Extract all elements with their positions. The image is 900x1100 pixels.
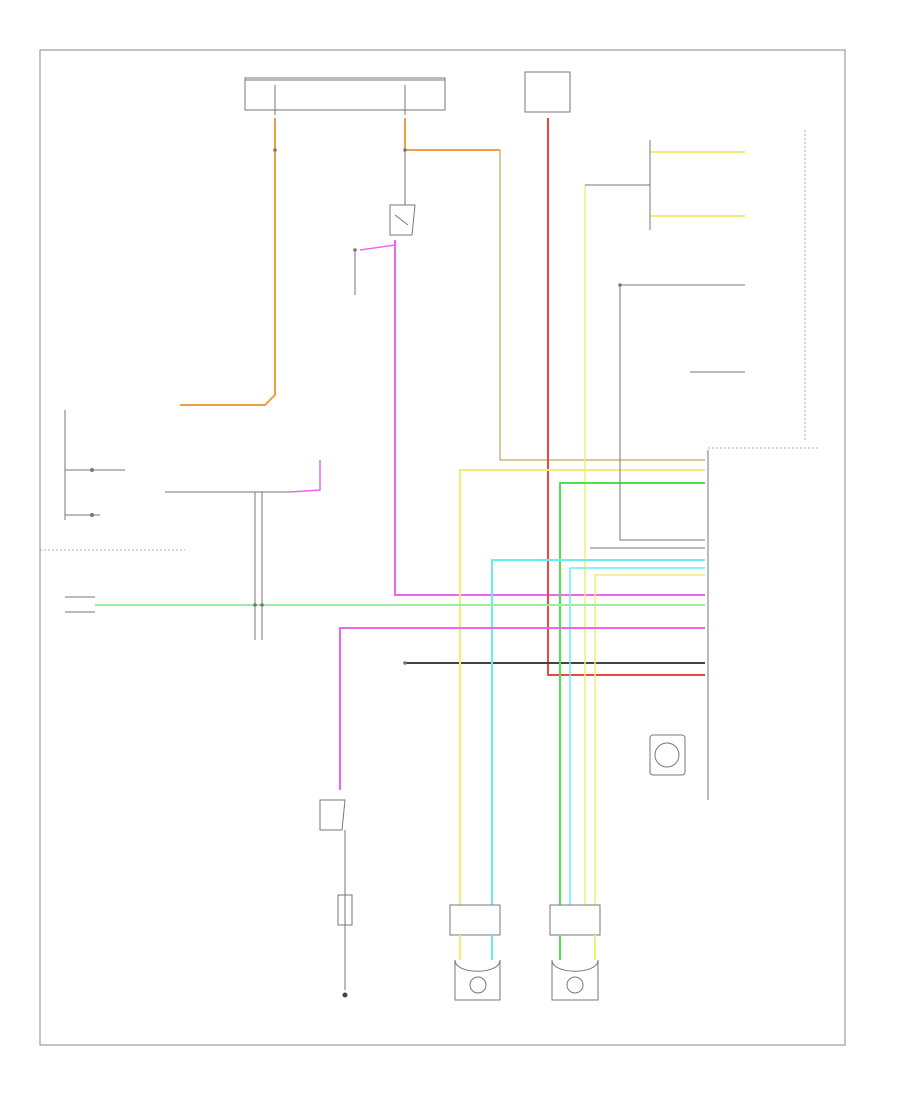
pump-motor-circle bbox=[654, 742, 680, 768]
connector-markers bbox=[253, 148, 622, 665]
cluster-ground-icon bbox=[90, 513, 94, 517]
wire-red bbox=[547, 118, 705, 676]
wire-gray-pcm bbox=[619, 285, 705, 541]
diagram-frame bbox=[39, 49, 846, 1046]
fuse-block-right bbox=[524, 71, 571, 113]
wire-cyan-lf bbox=[491, 559, 705, 905]
wire-pink-brake bbox=[394, 240, 705, 596]
brake-switch-symbol bbox=[389, 204, 416, 236]
ground-point-icon bbox=[342, 992, 348, 998]
wire-green bbox=[559, 482, 705, 905]
fluid-switch-symbol bbox=[319, 799, 346, 831]
wire-pink-fluid bbox=[339, 627, 705, 790]
wire-yellow-rf-sensor bbox=[594, 574, 705, 905]
wire-orange-left bbox=[180, 118, 276, 406]
lf-wheel-sensor bbox=[449, 904, 501, 1001]
wire-pink-branch bbox=[359, 244, 396, 251]
fuse-block-top bbox=[244, 77, 446, 111]
fluid-connector bbox=[337, 894, 353, 926]
wire-yellow-lf-sensor bbox=[459, 469, 705, 905]
wire-orange-center bbox=[404, 118, 500, 151]
brake-switch-contact bbox=[394, 214, 409, 226]
pump-motor-symbol bbox=[649, 734, 686, 776]
wire-tan-center bbox=[499, 150, 705, 461]
wire-cyan-rf bbox=[569, 567, 705, 905]
rf-wheel-sensor bbox=[549, 904, 601, 1001]
cluster-lamp-icon bbox=[90, 468, 94, 472]
wire-pink-cluster bbox=[289, 460, 321, 493]
